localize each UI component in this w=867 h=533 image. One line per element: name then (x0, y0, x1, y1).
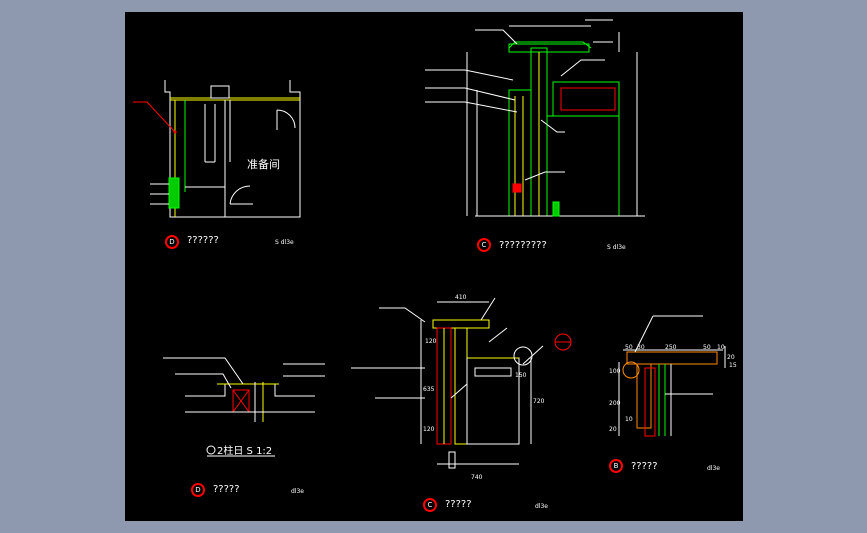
counter-section (425, 19, 645, 217)
detail-caption: 2柱日 S 1:2 (217, 446, 273, 457)
dim-720: 720 (533, 398, 545, 405)
view-badge-4: C (423, 498, 437, 512)
view-title-5: ????? (631, 461, 658, 472)
dim-635: 635 (423, 386, 435, 393)
dim-740: 740 (471, 474, 483, 481)
cad-drawing (133, 19, 726, 469)
view-title-1: ?????? (187, 235, 219, 246)
dim-10b: 10 (625, 416, 633, 423)
view-scale-2: S dl3e (607, 244, 626, 251)
dim-200: 200 (609, 400, 621, 407)
view-scale-4: dl3e (535, 503, 548, 510)
dim-120: 120 (425, 338, 437, 345)
dim-10a: 10 (717, 344, 725, 351)
room-label: 准备间 (247, 158, 280, 171)
dim-20: 20 (609, 426, 617, 433)
view-scale-5: dl3e (707, 465, 720, 472)
view-title-2: ????????? (499, 240, 547, 251)
dim-50b: 50 (703, 344, 711, 351)
view-scale-3: dl3e (291, 488, 304, 495)
view-scale-1: S dl3e (275, 239, 294, 246)
floor-plan (133, 80, 301, 218)
detail-section (163, 357, 325, 457)
dim-top-width: 410 (455, 294, 467, 301)
view-badge-1: D (165, 235, 179, 249)
dim-250: 250 (665, 344, 677, 351)
view-title-4: ????? (445, 499, 472, 510)
counter-front (351, 297, 572, 469)
edge-detail (618, 315, 726, 437)
cad-drawing-canvas: 准备间 D ?????? S dl3e C ????????? S dl3e 2… (125, 12, 743, 521)
view-badge-3: D (191, 483, 205, 497)
view-badge-2: C (477, 238, 491, 252)
dim-150: 150 (515, 372, 527, 379)
dim-120b: 120 (423, 426, 435, 433)
dim-50a: 50 (625, 344, 633, 351)
view-title-3: ????? (213, 484, 240, 495)
dim-15: 15 (729, 362, 737, 369)
dim-20b: 20 (727, 354, 735, 361)
dim-30: 30 (637, 344, 645, 351)
view-badge-5: B (609, 459, 623, 473)
dim-100: 100 (609, 368, 621, 375)
